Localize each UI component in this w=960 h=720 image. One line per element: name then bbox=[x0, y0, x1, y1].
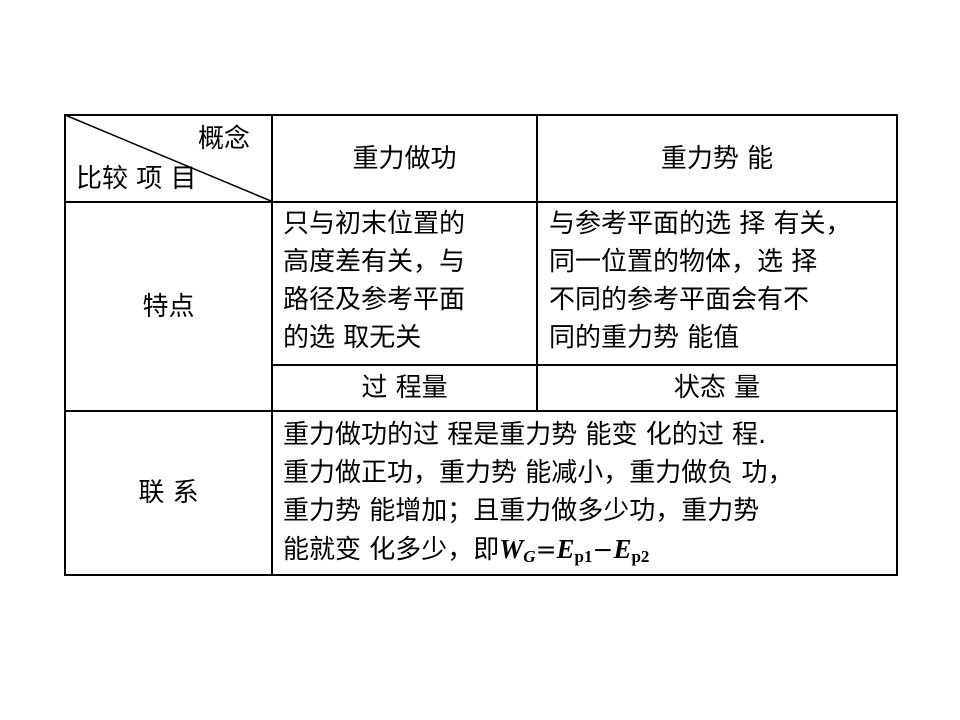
table-border-bottom bbox=[64, 574, 898, 576]
features-potential-energy-line: 与参考平面的选 择 有关， bbox=[549, 209, 852, 239]
type-process-quantity: 过 程量 bbox=[361, 373, 448, 403]
relation-line-last: 能就变 化多少，即WG=Ep1−Ep2 bbox=[283, 530, 794, 568]
formula-e1-sub: p1 bbox=[574, 547, 593, 566]
type-potential-energy: 状态 量 bbox=[538, 366, 896, 410]
features-potential-energy-line: 同的重力势 能值 bbox=[549, 323, 740, 353]
header-gravity-potential-energy-text: 重力势 能 bbox=[660, 143, 774, 174]
features-gravity-work-line: 的选 取无关 bbox=[283, 323, 422, 353]
row-label-features: 特点 bbox=[66, 203, 271, 410]
formula-equals: = bbox=[535, 535, 557, 564]
features-potential-energy-line: 不同的参考平面会有不 bbox=[549, 285, 810, 315]
corner-label-concept: 概念 bbox=[198, 124, 251, 154]
table-border-right bbox=[896, 114, 898, 576]
table-border-top bbox=[64, 114, 898, 116]
formula-e1: E bbox=[556, 534, 575, 564]
formula-w-sub: G bbox=[523, 547, 536, 566]
relation-line: 重力做正功，重力势 能减小，重力做负 功， bbox=[283, 458, 794, 488]
col-divider-1 bbox=[271, 114, 273, 576]
features-gravity-work: 只与初末位置的 高度差有关，与 路径及参考平面 的选 取无关 bbox=[283, 205, 465, 357]
row-divider-type bbox=[272, 364, 898, 366]
features-gravity-work-line: 高度差有关，与 bbox=[283, 247, 466, 277]
header-gravity-potential-energy: 重力势 能 bbox=[538, 116, 896, 201]
col-divider-2 bbox=[536, 114, 538, 412]
corner-diagonal bbox=[64, 114, 272, 202]
formula-w: W bbox=[499, 534, 524, 564]
type-state-quantity: 状态 量 bbox=[673, 373, 761, 403]
corner-label-compare-item: 比较 项 目 bbox=[76, 164, 197, 194]
row-divider-relation bbox=[64, 410, 898, 412]
relation-line-prefix: 能就变 化多少，即 bbox=[283, 535, 500, 565]
formula-e2-sub: p2 bbox=[631, 547, 650, 566]
features-potential-energy-line: 同一位置的物体，选 择 bbox=[549, 247, 818, 277]
table-border-left bbox=[64, 114, 66, 576]
relation-content: 重力做功的过 程是重力势 能变 化的过 程. 重力做正功，重力势 能减小，重力做… bbox=[283, 416, 794, 568]
features-gravity-work-line: 路径及参考平面 bbox=[283, 285, 466, 315]
formula-minus: − bbox=[592, 535, 614, 564]
row-divider-header bbox=[64, 201, 898, 203]
comparison-table: 概念 比较 项 目 重力做功 重力势 能 特点 只与初末位置的 高度差有关，与 … bbox=[64, 114, 898, 576]
header-gravity-work-text: 重力做功 bbox=[352, 143, 457, 174]
row-label-relation: 联 系 bbox=[66, 412, 271, 574]
header-gravity-work: 重力做功 bbox=[273, 116, 536, 201]
type-gravity-work: 过 程量 bbox=[273, 366, 536, 410]
features-gravity-work-line: 只与初末位置的 bbox=[283, 209, 466, 239]
formula-e2: E bbox=[613, 534, 632, 564]
work-energy-formula: WG=Ep1−Ep2 bbox=[499, 534, 650, 566]
relation-line: 重力做功的过 程是重力势 能变 化的过 程. bbox=[283, 420, 767, 450]
row-label-relation-text: 联 系 bbox=[138, 478, 199, 508]
row-label-features-text: 特点 bbox=[142, 291, 195, 322]
features-potential-energy: 与参考平面的选 择 有关， 同一位置的物体，选 择 不同的参考平面会有不 同的重… bbox=[549, 205, 852, 357]
relation-line: 重力势 能增加；且重力做多少功，重力势 bbox=[283, 496, 760, 526]
